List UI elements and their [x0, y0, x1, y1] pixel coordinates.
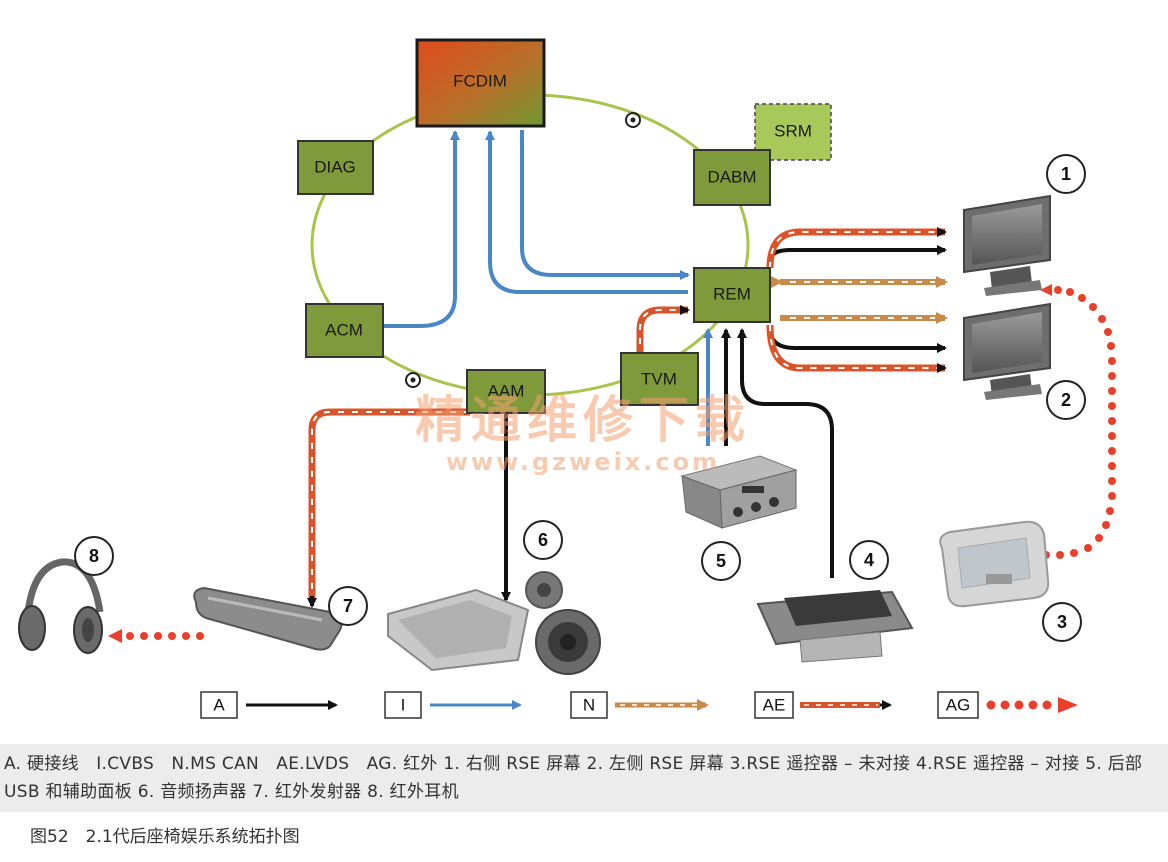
aam-module: AAM [466, 369, 546, 414]
svg-text:ACM: ACM [325, 320, 363, 339]
number-callout-6: 6 [523, 520, 563, 560]
svg-text:AE: AE [763, 695, 786, 714]
number-callout-8: 8 [74, 536, 114, 576]
figure-title: 图52 2.1代后座椅娱乐系统拓扑图 [30, 827, 300, 847]
svg-text:4: 4 [864, 550, 874, 570]
number-callout-2: 2 [1046, 380, 1086, 420]
svg-text:AG: AG [946, 695, 971, 714]
hardwire-line [768, 245, 947, 263]
number-callout-1: 1 [1046, 154, 1086, 194]
legend-cvbs: I [384, 691, 522, 719]
svg-text:DIAG: DIAG [314, 157, 356, 176]
infrared-line [1040, 284, 1116, 559]
tvm-module: TVM [620, 352, 699, 406]
caption-text: A. 硬接线 I.CVBS N.MS CAN AE.LVDS AG. 红外 1.… [4, 754, 1143, 802]
watermark-url: www.gzweix.com [446, 448, 720, 476]
caption-box: A. 硬接线 I.CVBS N.MS CAN AE.LVDS AG. 红外 1.… [0, 744, 1168, 812]
svg-text:7: 7 [343, 596, 353, 616]
svg-text:SRM: SRM [774, 121, 812, 140]
legend-ms-can: N [570, 691, 709, 719]
hardwire-line [768, 327, 947, 353]
infrared-line [108, 629, 204, 643]
ir-transmitter-icon [193, 586, 343, 651]
svg-text:A: A [213, 695, 225, 714]
svg-text:8: 8 [89, 546, 99, 566]
svg-text:6: 6 [538, 530, 548, 550]
ring-symbol-icon [405, 372, 421, 388]
svg-text:1: 1 [1061, 164, 1071, 184]
fcdim-module: FCDIM [415, 38, 546, 128]
hardwire-line [737, 328, 834, 578]
legend-lvds: AE [754, 691, 892, 719]
svg-text:2: 2 [1061, 390, 1071, 410]
cvbs-line [383, 130, 460, 328]
rem-module: REM [693, 267, 771, 323]
svg-text:I: I [401, 695, 406, 714]
rse-remote-docked-icon [756, 590, 914, 663]
svg-text:DABM: DABM [707, 167, 756, 186]
diag-module: DIAG [297, 140, 374, 195]
legend-infrared: AG [937, 691, 1078, 719]
ir-headphones-icon [18, 558, 104, 654]
legend-hardwire: A [200, 691, 338, 719]
acm-module: ACM [305, 303, 384, 358]
svg-text:TVM: TVM [641, 369, 677, 388]
rear-usb-aux-panel-icon [680, 455, 798, 529]
svg-text:3: 3 [1057, 612, 1067, 632]
ring-symbol-icon [625, 112, 641, 128]
svg-text:N: N [583, 695, 595, 714]
number-callout-3: 3 [1042, 602, 1082, 642]
number-callout-5: 5 [701, 541, 741, 581]
cvbs-line [485, 130, 688, 294]
rse-remote-undocked-icon [939, 520, 1050, 608]
svg-text:5: 5 [716, 551, 726, 571]
dabm-module: DABM [693, 149, 771, 206]
number-callout-7: 7 [328, 586, 368, 626]
watermark-cn: 精通维修下载 [415, 391, 751, 449]
cvbs-line [520, 130, 690, 280]
number-callout-4: 4 [849, 540, 889, 580]
left-rse-screen-icon [963, 302, 1051, 400]
svg-text:FCDIM: FCDIM [453, 71, 507, 90]
audio-speakers-icon [387, 571, 601, 675]
right-rse-screen-icon [963, 194, 1051, 296]
svg-text:REM: REM [713, 284, 751, 303]
svg-text:AAM: AAM [488, 381, 525, 400]
